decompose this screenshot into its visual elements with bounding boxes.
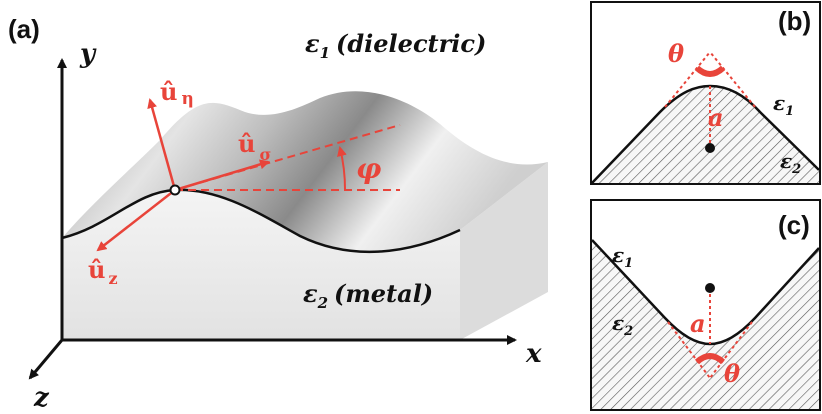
block-front-face — [62, 189, 460, 340]
panel-b-center-dot — [705, 143, 715, 153]
panel-c-radius-label: a — [690, 309, 706, 338]
u-z-vector — [96, 189, 176, 252]
z-axis-label: z — [33, 383, 50, 413]
panel-b-eps1-label: ε1 — [773, 91, 794, 119]
sigma-direction-dashed — [174, 124, 401, 191]
panel-c-theta-label: θ — [724, 359, 740, 388]
u-eta-vector — [147, 98, 177, 191]
panel-b-label: (b) — [778, 6, 811, 36]
panel-c-label: (c) — [778, 210, 810, 240]
medium1-label: ε1(dielectric) — [305, 29, 486, 62]
medium2-label: ε2(metal) — [303, 279, 433, 312]
panel-c-theta-arc — [694, 353, 726, 365]
corrugated-surface — [62, 91, 548, 252]
z-axis — [28, 339, 64, 380]
y-axis-label: y — [79, 39, 97, 69]
panel-b: (b) θ a ε1 ε2 — [590, 1, 821, 185]
origin-point — [169, 184, 181, 196]
panel-c: (c) a θ ε1 ε2 — [590, 199, 821, 411]
surface-profile-curve — [61, 188, 461, 253]
x-axis-label: x — [525, 339, 542, 369]
panel-b-theta-arc — [694, 65, 726, 77]
panel-c-metal-region — [592, 240, 819, 409]
block-side-face — [460, 162, 548, 340]
panel-c-center-dot — [705, 283, 715, 293]
panel-a-label: (a) — [8, 14, 40, 44]
panel-c-eps1-label: ε1 — [612, 243, 633, 271]
panel-b-eps2-label: ε2 — [780, 149, 801, 177]
panel-b-theta-label: θ — [668, 39, 684, 68]
panel-b-metal-region — [592, 86, 819, 183]
phi-arc — [337, 146, 347, 191]
panel-b-radius-label: a — [708, 103, 724, 132]
phi-label: φ — [356, 152, 382, 185]
panel-c-eps2-label: ε2 — [612, 311, 633, 339]
